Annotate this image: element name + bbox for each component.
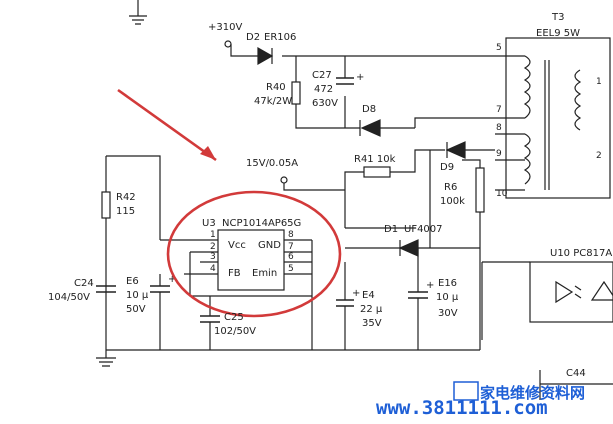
wires: + + + [96, 0, 613, 400]
ic-pin-num-2: 2 [210, 242, 216, 252]
label-e6-value: 10 μ [126, 290, 149, 301]
label-r42-value: 115 [116, 206, 135, 217]
label-ncp: NCP1014AP65G [222, 218, 301, 229]
label-15v: 15V/0.05A [246, 158, 298, 169]
label-c27-value: 472 [314, 84, 333, 95]
label-r6: R6 [444, 182, 457, 193]
label-r42: R42 [116, 192, 136, 203]
ic-pin-gnd: GND [258, 240, 281, 251]
label-c27-rating: 630V [312, 98, 338, 109]
svg-text:+: + [356, 72, 364, 83]
label-c24-value: 104/50V [48, 292, 90, 303]
label-d2: D2 [246, 32, 260, 43]
svg-text:+: + [168, 274, 176, 285]
label-er106: ER106 [264, 32, 296, 43]
label-pin9: 9 [496, 149, 502, 159]
label-e6: E6 [126, 276, 139, 287]
ic-pin-vcc: Vcc [228, 240, 246, 251]
watermark-url: www.3811111.com [376, 397, 548, 419]
watermark: 家电维修资料网 www.3811111.com [376, 381, 585, 419]
label-pin1: 1 [596, 77, 602, 87]
label-c24: C24 [74, 278, 94, 289]
svg-text:+: + [426, 280, 434, 291]
label-e16-rating: 30V [438, 308, 458, 319]
label-c27: C27 [312, 70, 332, 81]
label-d9: D9 [440, 162, 454, 173]
ic-pin-fb: FB [228, 268, 241, 279]
label-c44: C44 [566, 368, 586, 379]
label-r40-value: 47k/2W [254, 96, 292, 107]
svg-text:+: + [352, 288, 360, 299]
label-r40: R40 [266, 82, 286, 93]
label-e4: E4 [362, 290, 375, 301]
label-d8: D8 [362, 104, 376, 115]
label-r41: R41 10k [354, 154, 396, 165]
label-e4-value: 22 μ [360, 304, 383, 315]
ic-pin-emin: Emin [252, 268, 277, 279]
label-r6-value: 100k [440, 196, 465, 207]
label-pin8: 8 [496, 123, 502, 133]
label-c25: C25 [224, 312, 244, 323]
label-e6-rating: 50V [126, 304, 146, 315]
label-pin5: 5 [496, 43, 502, 53]
label-v310: +310V [208, 22, 242, 33]
label-pin10: 10 [496, 189, 508, 199]
label-pin7: 7 [496, 105, 502, 115]
label-d1: D1 [384, 224, 398, 235]
ic-pin-num-8: 8 [288, 230, 294, 240]
label-pin2: 2 [596, 151, 602, 161]
ic-pin-num-7: 7 [288, 242, 294, 252]
label-e16-value: 10 μ [436, 292, 459, 303]
ic-pin-num-6: 6 [288, 252, 294, 262]
ic-pin-num-1: 1 [210, 230, 216, 240]
label-u3: U3 [202, 218, 216, 229]
label-eel9: EEL9 5W [536, 28, 580, 39]
label-c25-value: 102/50V [214, 326, 256, 337]
ic-pin-num-4: 4 [210, 264, 216, 274]
ic-pin-num-5: 5 [288, 264, 294, 274]
annotation-highlight [117, 88, 342, 318]
label-u10: U10 PC817A [550, 248, 612, 259]
label-uf4007: UF4007 [404, 224, 443, 235]
label-e4-rating: 35V [362, 318, 382, 329]
label-e16: E16 [438, 278, 457, 289]
watermark-chinese: 家电维修资料网 [480, 384, 585, 402]
label-t3: T3 [551, 12, 564, 23]
ic-pin-num-3: 3 [210, 252, 216, 262]
watermark-logo-icon [453, 381, 479, 401]
